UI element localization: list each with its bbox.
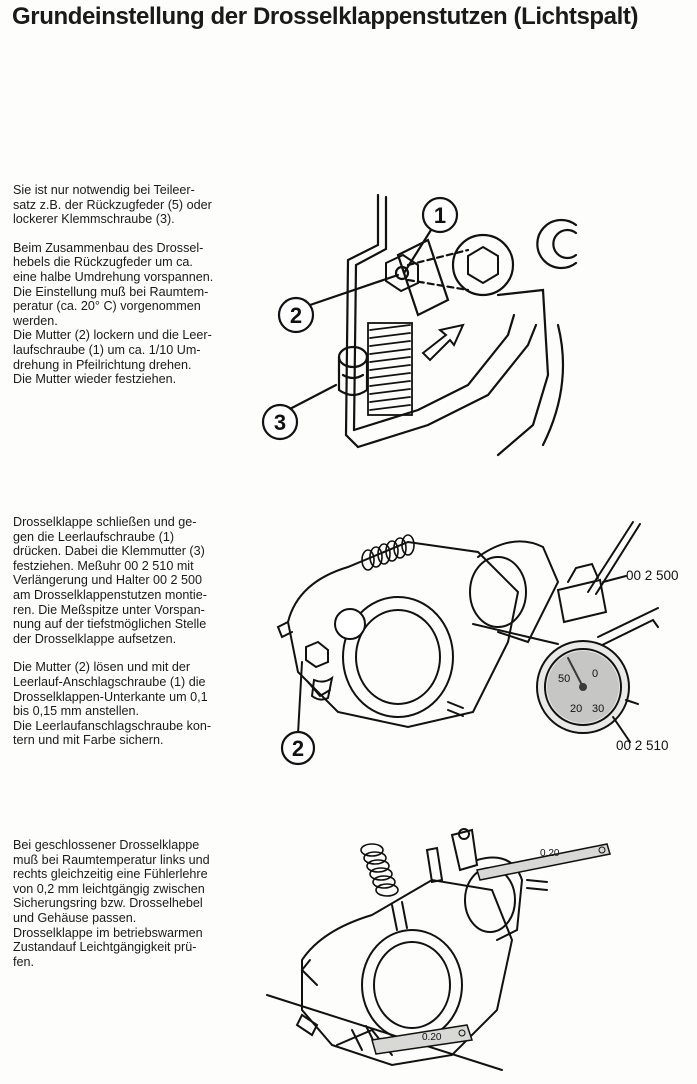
paragraph: Beim Zusammenbau des Drossel- hebels die…	[13, 240, 214, 387]
paragraph: Drosselklappe schließen und ge- gen die …	[13, 515, 207, 646]
svg-text:50: 50	[558, 673, 570, 685]
section-3-text: Bei geschlossener Drosselklappe muß bei …	[13, 838, 245, 983]
figure-feeler-gauge-check: 0.20 0.20	[262, 820, 622, 1082]
svg-text:30: 30	[592, 703, 604, 715]
page-title: Grundeinstellung der Drosselklappenstutz…	[12, 3, 639, 30]
feeler-gauge-label-bottom: 0.20	[422, 1032, 442, 1043]
callout-2: 2	[290, 303, 302, 328]
svg-text:0: 0	[592, 668, 598, 680]
callout-2: 2	[292, 736, 304, 761]
feeler-gauge-label-top: 0.20	[540, 848, 560, 859]
svg-text:20: 20	[570, 703, 582, 715]
paragraph: Sie ist nur notwendig bei Teileer- satz …	[13, 183, 212, 227]
figure-dial-gauge-setup: 50 0 20 30 2 00 2 500 00 2 510	[258, 512, 696, 772]
tool-label-gauge: 00 2 510	[616, 738, 669, 753]
section-1-text: Sie ist nur notwendig bei Teileer- satz …	[13, 183, 243, 401]
paragraph: Die Mutter (2) lösen und mit der Leerlau…	[13, 660, 212, 748]
section-2-text: Drosselklappe schließen und ge- gen die …	[13, 515, 245, 762]
figure-throttle-lever-adjustment: 1 2 3	[258, 185, 598, 470]
callout-3: 3	[274, 410, 286, 435]
callout-1: 1	[434, 203, 446, 228]
tool-label-holder: 00 2 500	[626, 568, 679, 583]
paragraph: Bei geschlossener Drosselklappe muß bei …	[13, 838, 210, 969]
